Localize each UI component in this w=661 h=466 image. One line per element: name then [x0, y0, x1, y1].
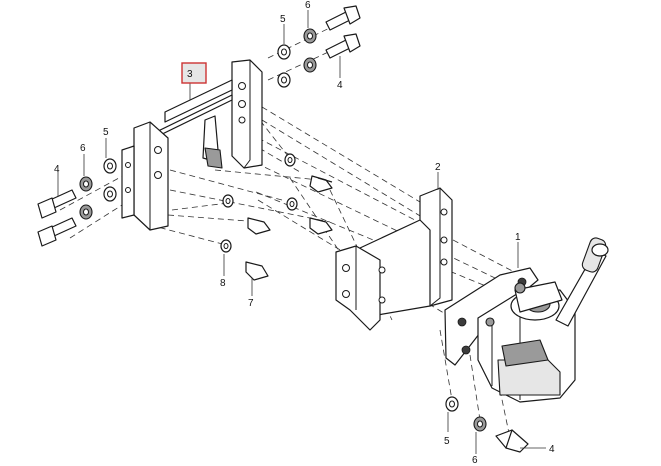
fasteners-top-group: [277, 5, 361, 88]
callout-6-left: 6: [80, 143, 86, 154]
callout-4-left: 4: [54, 164, 60, 175]
callout-3-highlight-box: [181, 62, 207, 84]
fasteners-middle-group: [220, 153, 333, 281]
callout-6-top: 6: [305, 0, 311, 11]
callout-labels: 3 5 6 4 5 6 4 2 1 8 7 5 6 4: [54, 0, 555, 466]
callout-4-top: 4: [337, 80, 343, 91]
fasteners-left-group: [37, 158, 117, 247]
callout-5-left: 5: [103, 127, 109, 138]
callout-6-bottom: 6: [472, 455, 478, 466]
callout-leader-lines: [57, 10, 546, 454]
callout-3: 3: [187, 69, 193, 80]
callout-5-top: 5: [280, 14, 286, 25]
callout-7: 7: [248, 298, 254, 309]
callout-1: 1: [515, 232, 521, 243]
callout-4-bottom: 4: [549, 444, 555, 455]
fasteners-bottom-group: [445, 396, 529, 453]
callout-2: 2: [435, 162, 441, 173]
tow-hitch-part-1: [444, 237, 609, 403]
callout-5-bottom: 5: [444, 436, 450, 447]
callout-8: 8: [220, 278, 226, 289]
bracket-frame-part-3: [121, 59, 263, 231]
u-channel-bracket-part-2: [335, 187, 453, 331]
